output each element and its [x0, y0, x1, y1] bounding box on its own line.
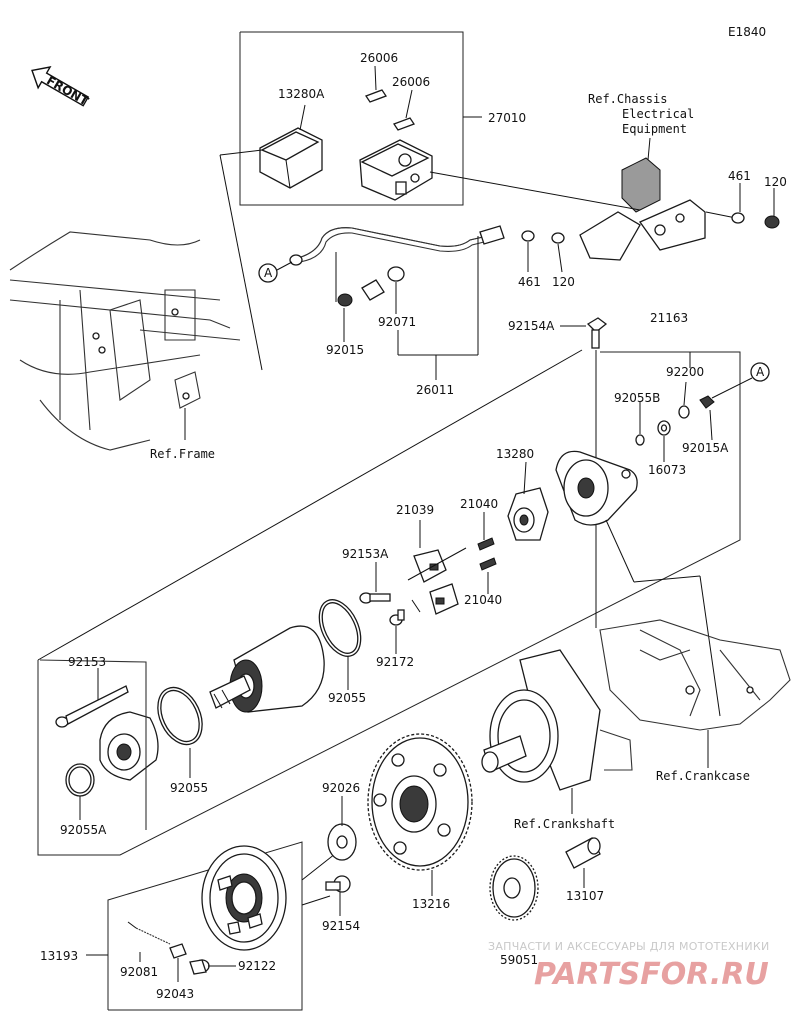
label-26011: 26011: [416, 383, 454, 397]
front-label: FRONT: [44, 73, 91, 108]
nut-92015: [337, 293, 353, 342]
label-26006-b: 26006: [392, 75, 430, 89]
label-92153: 92153: [68, 655, 106, 669]
label-13193: 13193: [40, 949, 78, 963]
chassis-electrical-ref: [429, 137, 737, 261]
label-13107: 13107: [566, 889, 604, 903]
washer-461-left: [521, 230, 535, 272]
screw-92172: [389, 609, 405, 654]
fuse-26006-b: [393, 89, 415, 131]
washer-461-right: [731, 183, 745, 224]
label-120-left: 120: [552, 275, 575, 289]
label-461-right: 461: [728, 169, 751, 183]
label-92122: 92122: [238, 959, 276, 973]
ref-crankcase: Ref.Crankcase: [656, 769, 750, 783]
watermark-brand: PARTSFOR.RU: [534, 957, 769, 992]
starter-cable-26011: [289, 225, 505, 302]
label-92015A: 92015A: [682, 441, 729, 455]
crankcase-ref-sketch: [599, 619, 791, 768]
label-92055-upper: 92055: [328, 691, 366, 705]
brush-holder-13280: [507, 461, 549, 541]
label-13216: 13216: [412, 897, 450, 911]
oring-92055-lower: [157, 686, 203, 778]
brush-spring-21040-b: [479, 557, 497, 594]
gear-59051: [489, 855, 539, 921]
bolt-92154: [325, 875, 351, 916]
label-16073: 16073: [648, 463, 686, 477]
ref-chassis-line2: Electrical: [622, 107, 694, 121]
label-461-left: 461: [518, 275, 541, 289]
diagram-code: E1840: [728, 25, 766, 39]
label-92026: 92026: [322, 781, 360, 795]
ref-chassis-line3: Equipment: [622, 122, 687, 136]
label-92015: 92015: [326, 343, 364, 357]
nut-92015A: [699, 395, 715, 441]
bolt-120-left: [551, 232, 565, 273]
label-92071: 92071: [378, 315, 416, 329]
label-92055B: 92055B: [614, 391, 660, 405]
starter-relay-27010: [359, 139, 433, 201]
label-92154A: 92154A: [508, 319, 555, 333]
label-92200: 92200: [666, 365, 704, 379]
starter-end-cover: [555, 450, 721, 717]
bushing-13107: [565, 837, 601, 888]
bracket-26011: [397, 236, 479, 380]
starter-assembly-frame: [37, 349, 741, 856]
screw-92153A: [359, 562, 391, 604]
label-21039: 21039: [396, 503, 434, 517]
front-arrow-icon: FRONT: [31, 66, 92, 109]
bolt-120-right: [764, 188, 780, 229]
crankshaft-ref: [481, 649, 633, 814]
oring-92055B: [635, 402, 645, 446]
svg-text:A: A: [756, 365, 765, 379]
watermark-tagline: ЗАПЧАСТИ И АКСЕССУАРЫ ДЛЯ МОТОТЕХНИКИ: [488, 940, 770, 953]
pin-92043: [169, 943, 187, 982]
label-92055-lower: 92055: [170, 781, 208, 795]
brush-spring-21040-a: [477, 512, 495, 551]
washer-92026: [327, 796, 357, 861]
label-92043: 92043: [156, 987, 194, 1001]
label-92154: 92154: [322, 919, 360, 933]
label-26006-a: 26006: [360, 51, 398, 65]
starter-motor-body: [209, 625, 325, 713]
frame-ref-sketch: [9, 149, 263, 451]
gear-13216: [367, 733, 473, 896]
ref-chassis-line1: Ref.Chassis: [588, 92, 667, 106]
ref-crankshaft: Ref.Crankshaft: [514, 817, 615, 831]
oring-92055-upper: [318, 599, 362, 690]
cap-92071: [361, 266, 405, 314]
label-13280A: 13280A: [278, 87, 325, 101]
brush-plate-21039: [407, 520, 467, 615]
ref-frame: Ref.Frame: [150, 447, 215, 461]
starter-front-cover: [39, 659, 159, 830]
spring-92081: [127, 921, 171, 962]
label-92055A: 92055A: [60, 823, 107, 837]
svg-text:A: A: [264, 266, 273, 280]
connector-a-left: A: [258, 261, 293, 283]
label-21163: 21163: [650, 311, 688, 325]
label-120-right: 120: [764, 175, 787, 189]
label-92081: 92081: [120, 965, 158, 979]
washer-92200: [678, 381, 690, 419]
connector-a-right: A: [711, 362, 770, 399]
label-27010: 27010: [488, 111, 526, 125]
relay-13280A: [259, 104, 323, 189]
label-21040-b: 21040: [464, 593, 502, 607]
label-92172: 92172: [376, 655, 414, 669]
starter-clutch-13193: [201, 845, 287, 951]
oring-92055A: [65, 763, 95, 820]
roller-92122: [189, 959, 236, 975]
relay-group-frame: [239, 31, 482, 206]
label-59051: 59051: [500, 953, 538, 967]
bolt-92153: [55, 668, 129, 728]
label-13280: 13280: [496, 447, 534, 461]
fuse-26006-a: [365, 65, 387, 103]
washer-16073: [657, 420, 671, 462]
label-92153A: 92153A: [342, 547, 389, 561]
label-21040-a: 21040: [460, 497, 498, 511]
